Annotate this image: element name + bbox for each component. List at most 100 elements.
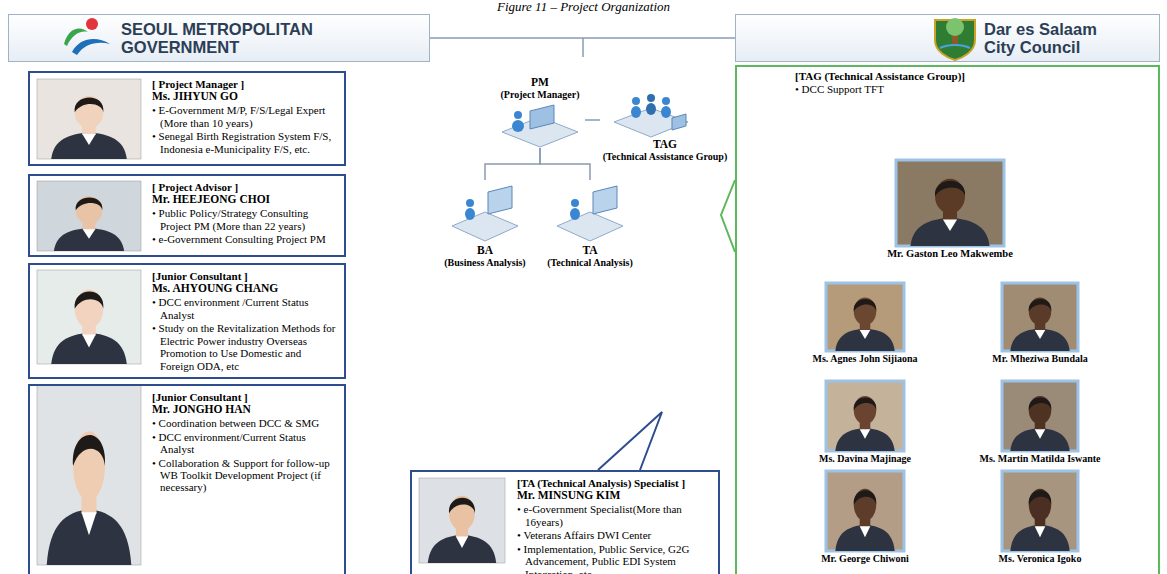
photo-ground [826, 283, 904, 351]
person-name: Mr. JONGHO HAN [152, 403, 336, 416]
photo-ground [1002, 471, 1078, 551]
callout-tail [598, 412, 662, 470]
photo-ground [1002, 381, 1078, 451]
portrait-figure [1010, 489, 1069, 551]
org-unit: PM(Project Manager) [495, 76, 585, 148]
portrait-figure [54, 196, 124, 251]
portrait-figure [835, 298, 894, 351]
person-name: Ms. Agnes John Sijiaona [790, 353, 940, 364]
team-member: Ms. Davina Majinage [790, 378, 940, 468]
photo-ground [37, 79, 141, 159]
figure-title: Figure 11 – Project Organization [0, 0, 1167, 13]
profile-bullet: • Study on the Revitalization Methods fo… [152, 322, 336, 372]
ba-icon [452, 186, 518, 241]
icon-person [465, 208, 475, 220]
person-name: Ms. Davina Majinage [790, 453, 940, 464]
role-heading: [TA (Technical Analysis) Specialist ] [517, 477, 710, 489]
icon-person [662, 97, 670, 105]
photo-ground [37, 270, 141, 364]
icon-person [632, 97, 640, 105]
unit-abbreviation: TAG [600, 138, 730, 151]
person-name: Mr. Mheziwa Bundala [965, 353, 1115, 364]
organization-header: Dar es Salaam City Council [735, 14, 1160, 62]
crest-wave [940, 45, 970, 48]
role-heading: [Junior Consultant ] [152, 391, 336, 403]
role-heading: [Junior Consultant ] [152, 270, 336, 282]
tag-icon [614, 94, 688, 137]
icon-desk [452, 212, 518, 241]
unit-name: (Technical Analysis) [540, 257, 640, 268]
person-name: Mr. MINSUNG KIM [517, 489, 710, 502]
portrait-figure [1010, 396, 1069, 451]
icon-monitor [530, 105, 554, 129]
org-connector [430, 37, 735, 39]
person-name: Ms. Martin Matilda Iswante [965, 453, 1115, 464]
profile-bullet: • DCC environment /Current Status Analys… [152, 296, 336, 321]
person-name: Ms. AHYOUNG CHANG [152, 282, 336, 295]
icon-person [570, 208, 580, 220]
team-panel: [TAG (Technical Assistance Group)]• DCC … [735, 65, 1160, 574]
portrait-figure [910, 179, 989, 246]
portrait-figure [51, 289, 127, 364]
unit-abbreviation: PM [495, 76, 585, 89]
profile-bullet: • Coordination between DCC & SMG [152, 417, 336, 429]
organization-name: Dar es Salaam City Council [984, 21, 1124, 57]
org-connector [485, 148, 540, 180]
person-name: Mr. HEEJEONG CHOI [152, 193, 336, 206]
team-member: Mr. Mheziwa Bundala [965, 280, 1115, 370]
person-name: Ms. Veronica Igoko [965, 553, 1115, 564]
role-heading: [ Project Manager ] [152, 78, 336, 90]
unit-abbreviation: BA [435, 244, 535, 257]
icon-monitor [672, 114, 686, 130]
portrait-figure [1010, 298, 1069, 351]
profile-bullet: • e-Government Specialist(More than 16ye… [517, 503, 710, 528]
organization-header: SEOUL METROPOLITAN GOVERNMENT [8, 14, 430, 62]
profile-bullet: • E-Government M/P, F/S/Legal Expert (Mo… [152, 104, 336, 129]
unit-abbreviation: TA [540, 244, 640, 257]
icon-person [631, 106, 641, 118]
crest-tree [946, 18, 964, 36]
photo-ground [896, 160, 1004, 246]
city-crest [935, 18, 975, 60]
ta-icon [557, 186, 623, 241]
unit-name: (Project Manager) [495, 89, 585, 100]
icon-person [571, 199, 579, 207]
seoul-logo [64, 18, 110, 55]
portrait-figure [835, 489, 894, 551]
header-ground [735, 14, 1160, 62]
member-card: [Junior Consultant ]Ms. AHYOUNG CHANG• D… [28, 263, 346, 379]
photo-ground [826, 381, 904, 451]
profile-bullet: • Senegal Birth Registration System F/S,… [152, 130, 336, 155]
org-unit: BA(Business Analysis) [435, 180, 535, 272]
photo-ground [37, 385, 141, 565]
team-member: Mr. George Chiwoni [790, 468, 940, 568]
icon-desk [557, 212, 623, 241]
org-connector [540, 148, 590, 180]
header-tick [582, 38, 584, 57]
logo-swoosh [72, 39, 110, 55]
unit-name: (Technical Assistance Group) [600, 151, 730, 162]
logo-dot [86, 18, 98, 30]
member-card: [ Project Manager ]Ms. JIHYUN GO• E-Gove… [28, 71, 346, 166]
icon-person [514, 111, 522, 119]
member-card: [ Project Advisor ]Mr. HEEJEONG CHOI• Pu… [28, 174, 346, 257]
specialist-card: [TA (Technical Analysis) Specialist ]Mr.… [410, 470, 720, 574]
team-member: Mr. Gaston Leo Makwembe [870, 158, 1030, 262]
org-unit: TAG(Technical Assistance Group) [600, 92, 730, 164]
icon-person [512, 120, 524, 132]
member-card: [Junior Consultant ]Mr. JONGHO HAN• Coor… [28, 384, 346, 574]
role-heading: [ Project Advisor ] [152, 181, 336, 193]
person-name: Ms. JIHYUN GO [152, 90, 336, 103]
person-name: Mr. George Chiwoni [790, 553, 940, 564]
org-unit: TA(Technical Analysis) [540, 180, 640, 272]
team-member: Ms. Martin Matilda Iswante [965, 378, 1115, 468]
portrait-figure [47, 431, 132, 565]
panel-subheading: • DCC Support TFT [795, 83, 1150, 95]
icon-board [488, 186, 512, 214]
org-connector [585, 119, 600, 121]
team-member: Ms. Agnes John Sijiaona [790, 280, 940, 370]
icon-person [647, 94, 655, 102]
portrait-figure [428, 496, 496, 563]
portrait-figure [51, 96, 127, 159]
portrait [37, 79, 505, 565]
